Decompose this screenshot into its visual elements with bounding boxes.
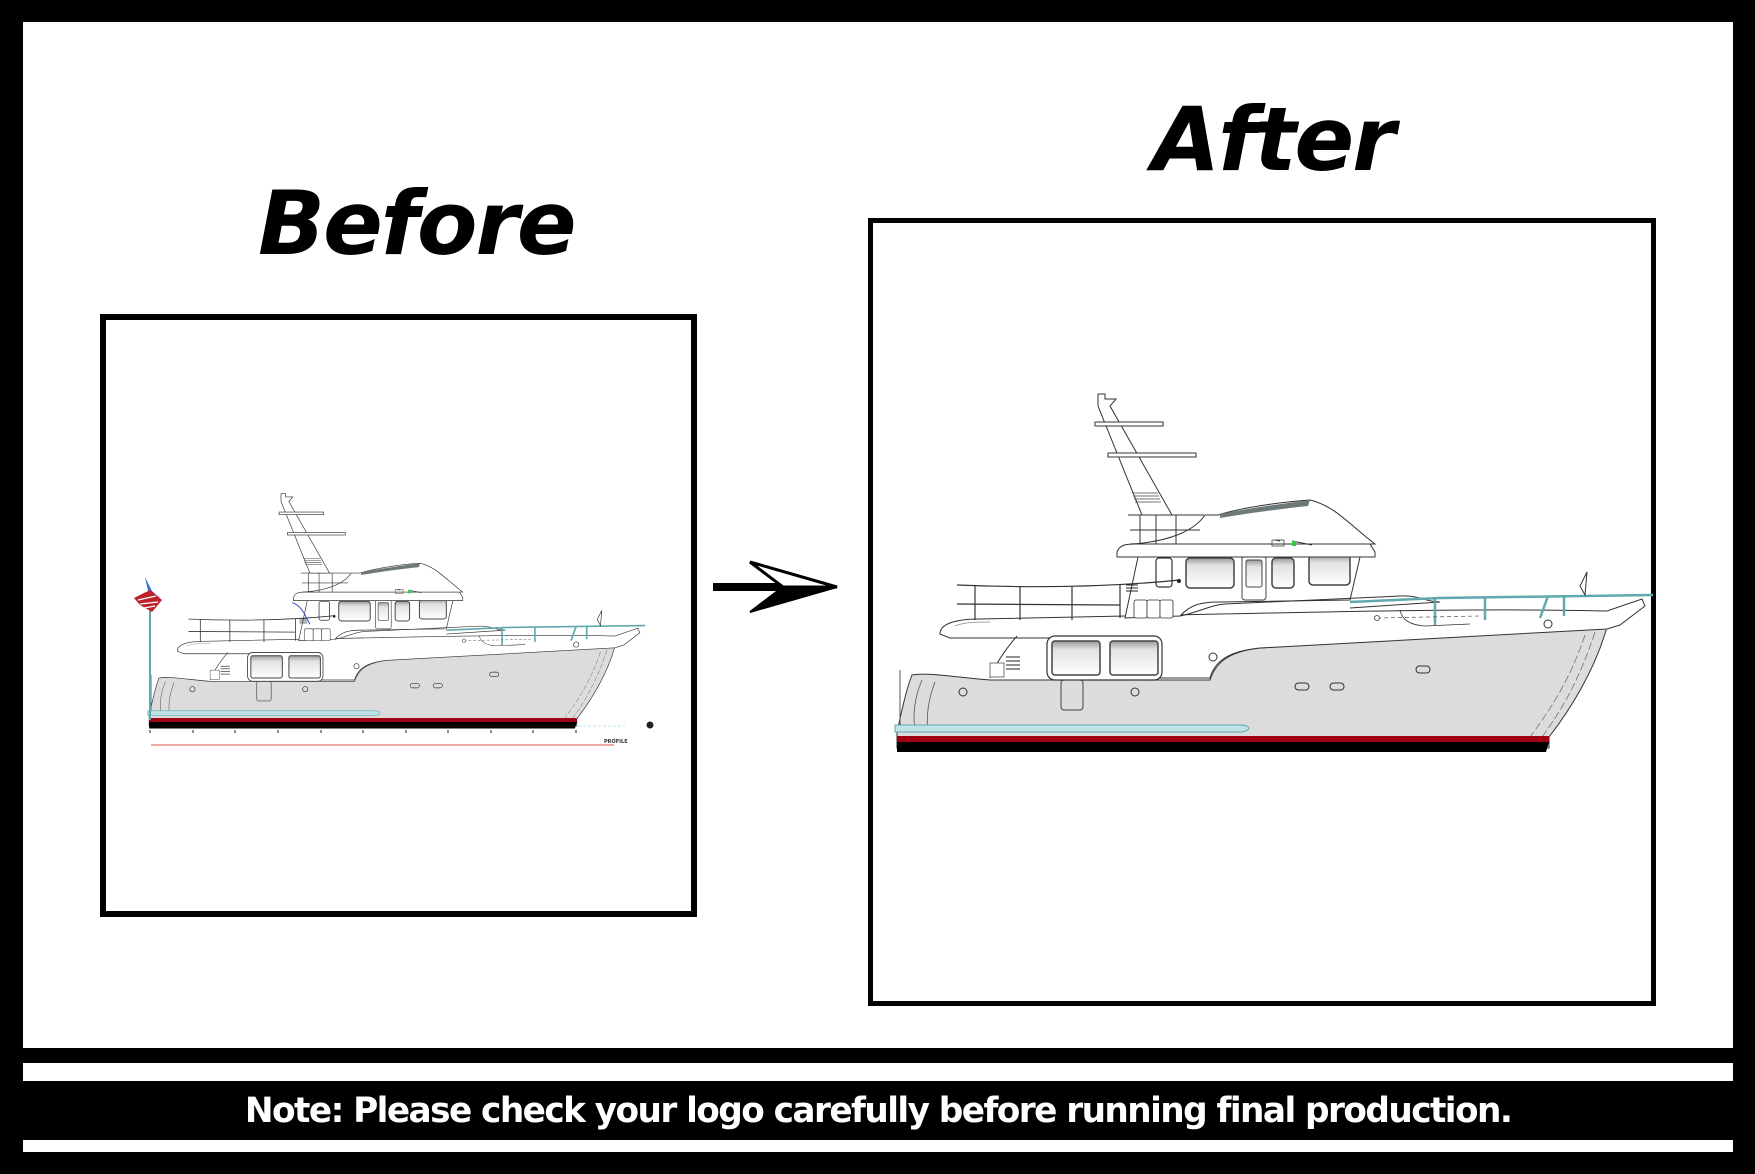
scale-bar: PROFILE [149, 721, 654, 746]
divider-stripe-top [23, 1063, 1733, 1081]
after-title: After [1152, 88, 1396, 191]
after-boat-drawing [893, 392, 1655, 754]
divider-stripe-bottom [23, 1140, 1733, 1152]
note-bar: Note: Please check your logo carefully b… [23, 1081, 1733, 1140]
flag-icon [134, 577, 162, 720]
right-arrow-icon [713, 560, 838, 613]
before-title: Before [258, 172, 577, 275]
before-boat-drawing [147, 492, 646, 730]
note-text: Note: Please check your logo carefully b… [244, 1090, 1513, 1131]
scale-label: PROFILE [604, 739, 628, 745]
